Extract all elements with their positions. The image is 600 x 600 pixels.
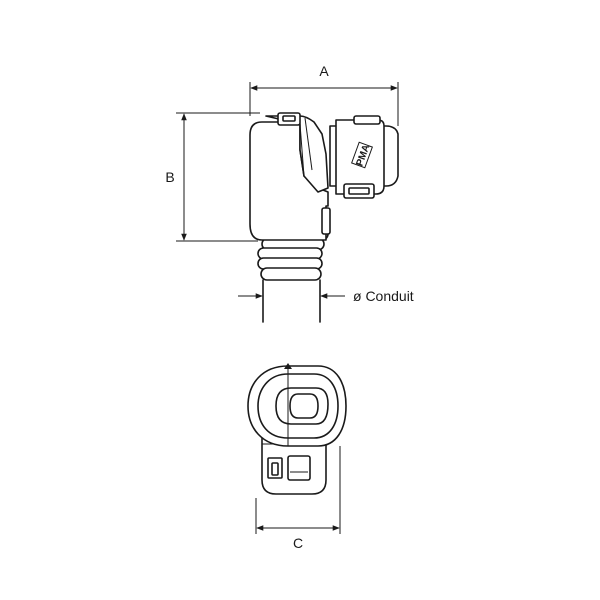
- dimension-conduit: ø Conduit: [238, 288, 414, 304]
- dimension-a-label: A: [319, 63, 329, 79]
- dimension-conduit-label: ø Conduit: [353, 288, 414, 304]
- front-view: C: [247, 363, 347, 551]
- dimension-c-label: C: [293, 535, 303, 551]
- side-view: PMA A B ø Conduit: [165, 63, 414, 323]
- dimension-b-label: B: [165, 169, 174, 185]
- conduit-tube: [262, 279, 321, 323]
- dimension-c: C: [255, 446, 341, 551]
- connector-body: [249, 112, 331, 241]
- dimension-a: A: [249, 63, 399, 126]
- front-cap: [247, 363, 347, 447]
- dimension-b: B: [165, 112, 260, 242]
